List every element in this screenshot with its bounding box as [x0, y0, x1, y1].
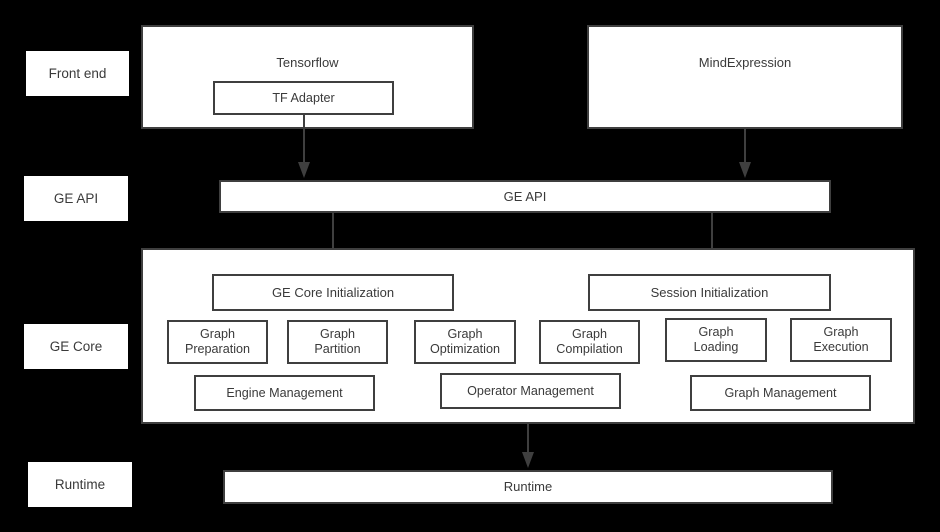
engine-management-label: Engine Management [226, 385, 343, 400]
graph-optimization-label: Graph Optimization [430, 327, 500, 356]
tf-adapter-label: TF Adapter [272, 90, 335, 105]
stage-label-front-end: Front end [26, 51, 129, 96]
graph-preparation-label: Graph Preparation [184, 327, 251, 356]
stage-label-runtime-text: Runtime [54, 476, 106, 492]
operator-management-label: Operator Management [467, 383, 594, 398]
graph-optimization-box[interactable]: Graph Optimization [414, 320, 516, 364]
graph-preparation-box[interactable]: Graph Preparation [167, 320, 268, 364]
graph-loading-box[interactable]: Graph Loading [665, 318, 767, 362]
tensorflow-title: Tensorflow [276, 55, 339, 70]
mindexpression-group[interactable]: MindExpression [587, 25, 903, 129]
stage-label-ge-core-text: GE Core [49, 338, 103, 354]
ge-api-bar-label: GE API [503, 188, 547, 204]
graph-execution-label: Graph Execution [813, 325, 869, 354]
arrow-mindexpression-to-ge-api [737, 129, 753, 180]
runtime-bar[interactable]: Runtime [223, 470, 833, 504]
ge-core-initialization-box[interactable]: GE Core Initialization [212, 274, 454, 311]
arrow-tf-adapter-to-ge-api [296, 114, 312, 180]
stage-label-ge-core: GE Core [24, 324, 128, 369]
ge-core-initialization-label: GE Core Initialization [271, 284, 395, 300]
stage-label-front-end-text: Front end [48, 65, 107, 81]
stage-label-ge-api-text: GE API [53, 190, 99, 206]
graph-partition-label: Graph Partition [314, 327, 361, 356]
graph-partition-box[interactable]: Graph Partition [287, 320, 388, 364]
ge-api-bar[interactable]: GE API [219, 180, 831, 213]
session-initialization-label: Session Initialization [650, 284, 769, 300]
graph-management-label: Graph Management [724, 385, 837, 400]
session-initialization-box[interactable]: Session Initialization [588, 274, 831, 311]
graph-execution-box[interactable]: Graph Execution [790, 318, 892, 362]
graph-compilation-box[interactable]: Graph Compilation [539, 320, 640, 364]
operator-management-box[interactable]: Operator Management [440, 373, 621, 409]
graph-loading-label: Graph Loading [693, 325, 739, 354]
graph-compilation-label: Graph Compilation [556, 327, 623, 356]
arrow-ge-core-to-runtime [520, 424, 536, 470]
runtime-bar-label: Runtime [503, 479, 553, 495]
stage-label-ge-api: GE API [24, 176, 128, 221]
engine-management-box[interactable]: Engine Management [194, 375, 375, 411]
graph-management-box[interactable]: Graph Management [690, 375, 871, 411]
tf-adapter-box[interactable]: TF Adapter [213, 81, 394, 115]
mindexpression-title: MindExpression [698, 55, 792, 70]
stage-label-runtime: Runtime [28, 462, 132, 507]
